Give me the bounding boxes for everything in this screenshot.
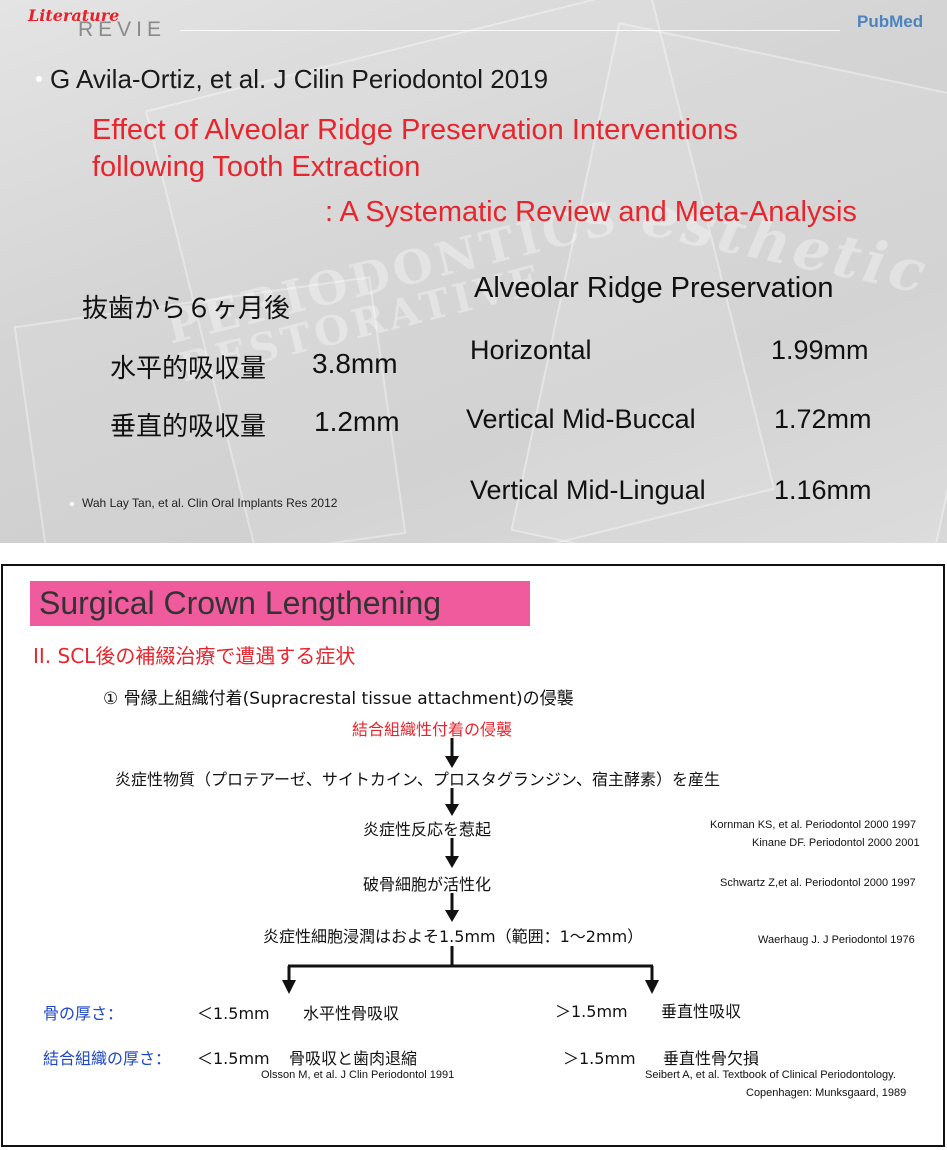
pubmed-logo-part: Med [889, 12, 923, 31]
connective-gt-result: 垂直性骨欠損 [663, 1045, 759, 1069]
jp-source: Wah Lay Tan, et al. Clin Oral Implants R… [82, 496, 337, 510]
slide-literature-review: PERIODONTICS RESTORATIVE esthetic Litera… [0, 0, 947, 543]
bone-lt-value: ＜1.5mm [197, 1000, 270, 1024]
jp-heading: 抜歯から６ヶ月後 [82, 288, 290, 325]
arp-heading: Alveolar Ridge Preservation [474, 272, 833, 305]
bullet-icon [70, 502, 74, 506]
pubmed-logo-part: Pub [857, 12, 889, 31]
paper-title-line: Effect of Alveolar Ridge Preservation In… [92, 114, 738, 147]
flow-step: 炎症性細胞浸潤はおよそ1.5mm（範囲：1〜2mm） [263, 923, 643, 947]
jp-row-label: 水平的吸収量 [110, 348, 266, 385]
review-logo-text: REVIE [78, 18, 166, 42]
connective-lt-result: 骨吸収と歯肉退縮 [289, 1045, 417, 1069]
paper-title-line: following Tooth Extraction [92, 151, 420, 184]
bone-gt-value: ＞1.5mm [555, 998, 628, 1022]
flow-step: 炎症性物質（プロテアーゼ、サイトカイン、プロスタグランジン、宿主酵素）を産生 [115, 766, 720, 790]
citation: Olsson M, et al. J Clin Periodontol 1991 [261, 1069, 454, 1081]
pubmed-logo: PubMed [857, 12, 923, 32]
arp-row-value: 1.16mm [774, 475, 872, 506]
citation: Kornman KS, et al. Periodontol 2000 1997 [710, 819, 916, 831]
arrow-down-icon [445, 838, 459, 868]
citation: Schwartz Z,et al. Periodontol 2000 1997 [720, 877, 916, 889]
connective-lt-value: ＜1.5mm [197, 1045, 270, 1069]
arp-row-value: 1.99mm [771, 335, 869, 366]
arrow-down-icon [445, 788, 459, 816]
arp-row-label: Vertical Mid-Lingual [470, 475, 706, 506]
header-divider [180, 30, 840, 31]
arp-row-label: Vertical Mid-Buccal [466, 404, 696, 435]
bone-lt-result: 水平性骨吸収 [303, 1000, 399, 1024]
arrow-down-icon [445, 738, 459, 768]
connective-gt-value: ＞1.5mm [563, 1045, 636, 1069]
arp-row-value: 1.72mm [774, 404, 872, 435]
flow-step: 炎症性反応を惹起 [363, 816, 491, 840]
branch-arrow-icon [282, 946, 659, 994]
flow-step: 破骨細胞が活性化 [363, 871, 491, 895]
main-reference: G Avila-Ortiz, et al. J Cilin Periodonto… [50, 64, 548, 95]
jp-row-value: 1.2mm [314, 406, 400, 438]
citation: Copenhagen: Munksgaard, 1989 [746, 1087, 906, 1099]
slide-surgical-crown-lengthening: Surgical Crown Lengthening II. SCL後の補綴治療… [1, 564, 945, 1147]
arp-row-label: Horizontal [470, 335, 592, 366]
paper-title-line: : A Systematic Review and Meta-Analysis [325, 196, 857, 229]
jp-row-value: 3.8mm [312, 348, 398, 380]
bone-gt-result: 垂直性吸収 [661, 998, 741, 1022]
jp-row-label: 垂直的吸収量 [110, 406, 266, 443]
arrow-down-icon [445, 893, 459, 922]
bone-thickness-label: 骨の厚さ： [43, 1000, 123, 1024]
citation: Seibert A, et al. Textbook of Clinical P… [645, 1069, 896, 1081]
bullet-icon [36, 76, 42, 82]
flow-step: 結合組織性付着の侵襲 [352, 716, 512, 740]
connective-thickness-label: 結合組織の厚さ： [43, 1045, 171, 1069]
citation: Kinane DF. Periodontol 2000 2001 [752, 837, 920, 849]
citation: Waerhaug J. J Periodontol 1976 [758, 934, 915, 946]
